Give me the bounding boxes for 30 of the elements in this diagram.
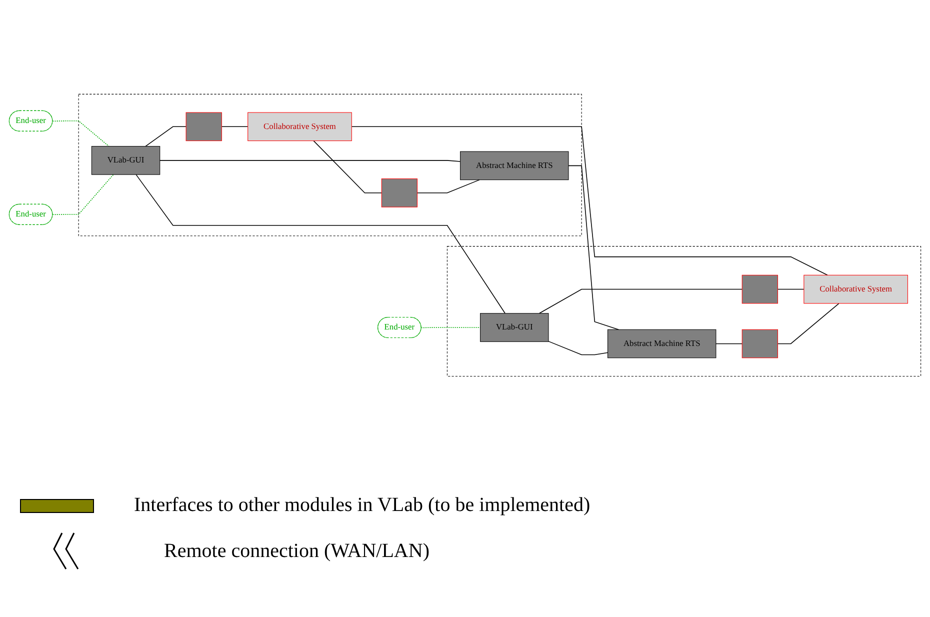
cluster (446, 246, 922, 376)
node-box: Collaborative System (804, 274, 908, 304)
cluster (78, 94, 582, 236)
connector (136, 174, 506, 314)
connector (538, 288, 743, 314)
connector (159, 160, 461, 162)
node-bar (381, 178, 418, 208)
connector (52, 120, 110, 146)
connector (221, 126, 248, 127)
node-bar (742, 274, 778, 304)
node-bar (186, 112, 222, 141)
node-box: Abstract Machine RTS (608, 329, 716, 358)
connector (716, 343, 743, 344)
legend-text: Interfaces to other modules in VLab (to be implemented) (134, 494, 590, 517)
node-box: Collaborative System (248, 112, 352, 141)
connector (548, 340, 608, 355)
connector (420, 326, 481, 328)
connector (416, 179, 480, 194)
connector (145, 126, 186, 146)
node-bar (742, 329, 778, 358)
connector (351, 126, 828, 276)
node-box: VLab-GUI (91, 146, 160, 175)
connector (313, 140, 382, 194)
connector (568, 165, 620, 330)
connector (52, 174, 114, 215)
legend-text: Remote connection (WAN/LAN) (164, 540, 430, 562)
node-box: VLab-GUI (480, 312, 549, 342)
connector (777, 288, 804, 290)
connector (777, 302, 840, 344)
node-box: Abstract Machine RTS (460, 151, 569, 180)
